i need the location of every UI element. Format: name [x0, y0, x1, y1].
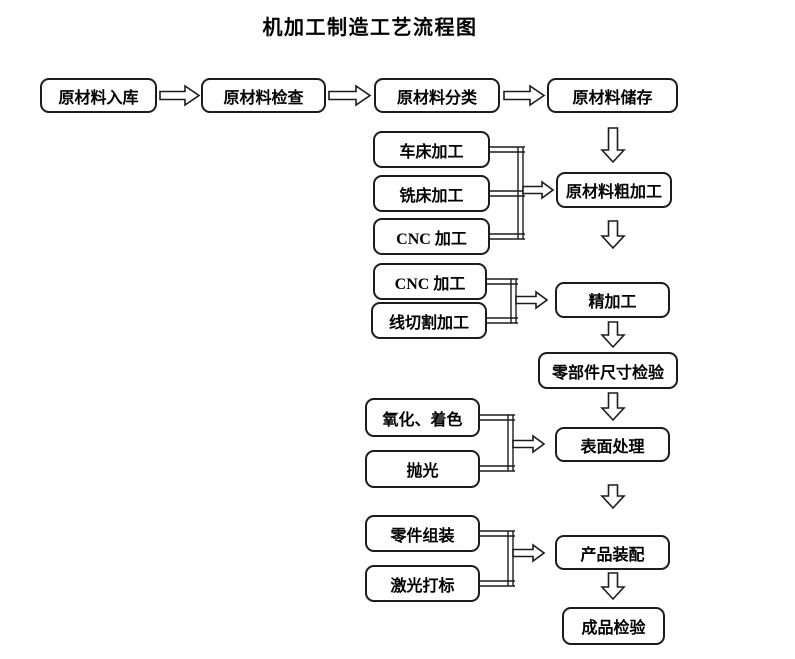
node-wire-cut-machining: 线切割加工 [371, 302, 487, 339]
block-arrow-down-icon [600, 127, 626, 164]
block-arrow-right-icon [503, 84, 546, 107]
bus-connector-group3 [480, 414, 515, 472]
node-fine-machining: 精加工 [555, 282, 670, 318]
node-surface-treatment: 表面处理 [555, 427, 670, 462]
node-raw-material-store: 原材料储存 [547, 78, 678, 113]
node-laser-marking: 激光打标 [365, 565, 480, 602]
bus-connector-group4 [480, 530, 515, 587]
block-arrow-right-icon [512, 543, 546, 563]
block-arrow-down-icon [600, 392, 626, 422]
bus-connector-group1 [490, 146, 525, 240]
node-raw-material-inspect: 原材料检查 [201, 78, 326, 113]
node-polishing: 抛光 [365, 450, 480, 488]
block-arrow-right-icon [328, 84, 372, 107]
block-arrow-down-icon [600, 484, 626, 510]
node-milling-machining: 铣床加工 [373, 175, 490, 212]
node-oxidation-coloring: 氧化、着色 [365, 398, 480, 437]
node-cnc-machining-rough: CNC 加工 [373, 218, 490, 255]
node-raw-material-inbound: 原材料入库 [40, 78, 157, 113]
node-raw-material-sort: 原材料分类 [374, 78, 500, 113]
node-lathe-machining: 车床加工 [373, 131, 490, 168]
diagram-title: 机加工制造工艺流程图 [262, 17, 478, 39]
node-cnc-machining-fine: CNC 加工 [373, 263, 487, 300]
bus-connector-group2 [487, 278, 518, 324]
block-arrow-right-icon [515, 290, 549, 310]
block-arrow-right-icon [522, 180, 555, 200]
block-arrow-right-icon [159, 84, 201, 107]
block-arrow-down-icon [600, 572, 626, 601]
node-final-inspection: 成品检验 [562, 607, 665, 645]
block-arrow-down-icon [600, 220, 626, 250]
block-arrow-down-icon [600, 321, 626, 349]
block-arrow-right-icon [512, 434, 546, 454]
node-rough-machining: 原材料粗加工 [556, 172, 672, 208]
node-dimension-inspection: 零部件尺寸检验 [538, 352, 678, 389]
node-product-assembly: 产品装配 [555, 535, 670, 570]
node-parts-assembly: 零件组装 [365, 515, 480, 552]
